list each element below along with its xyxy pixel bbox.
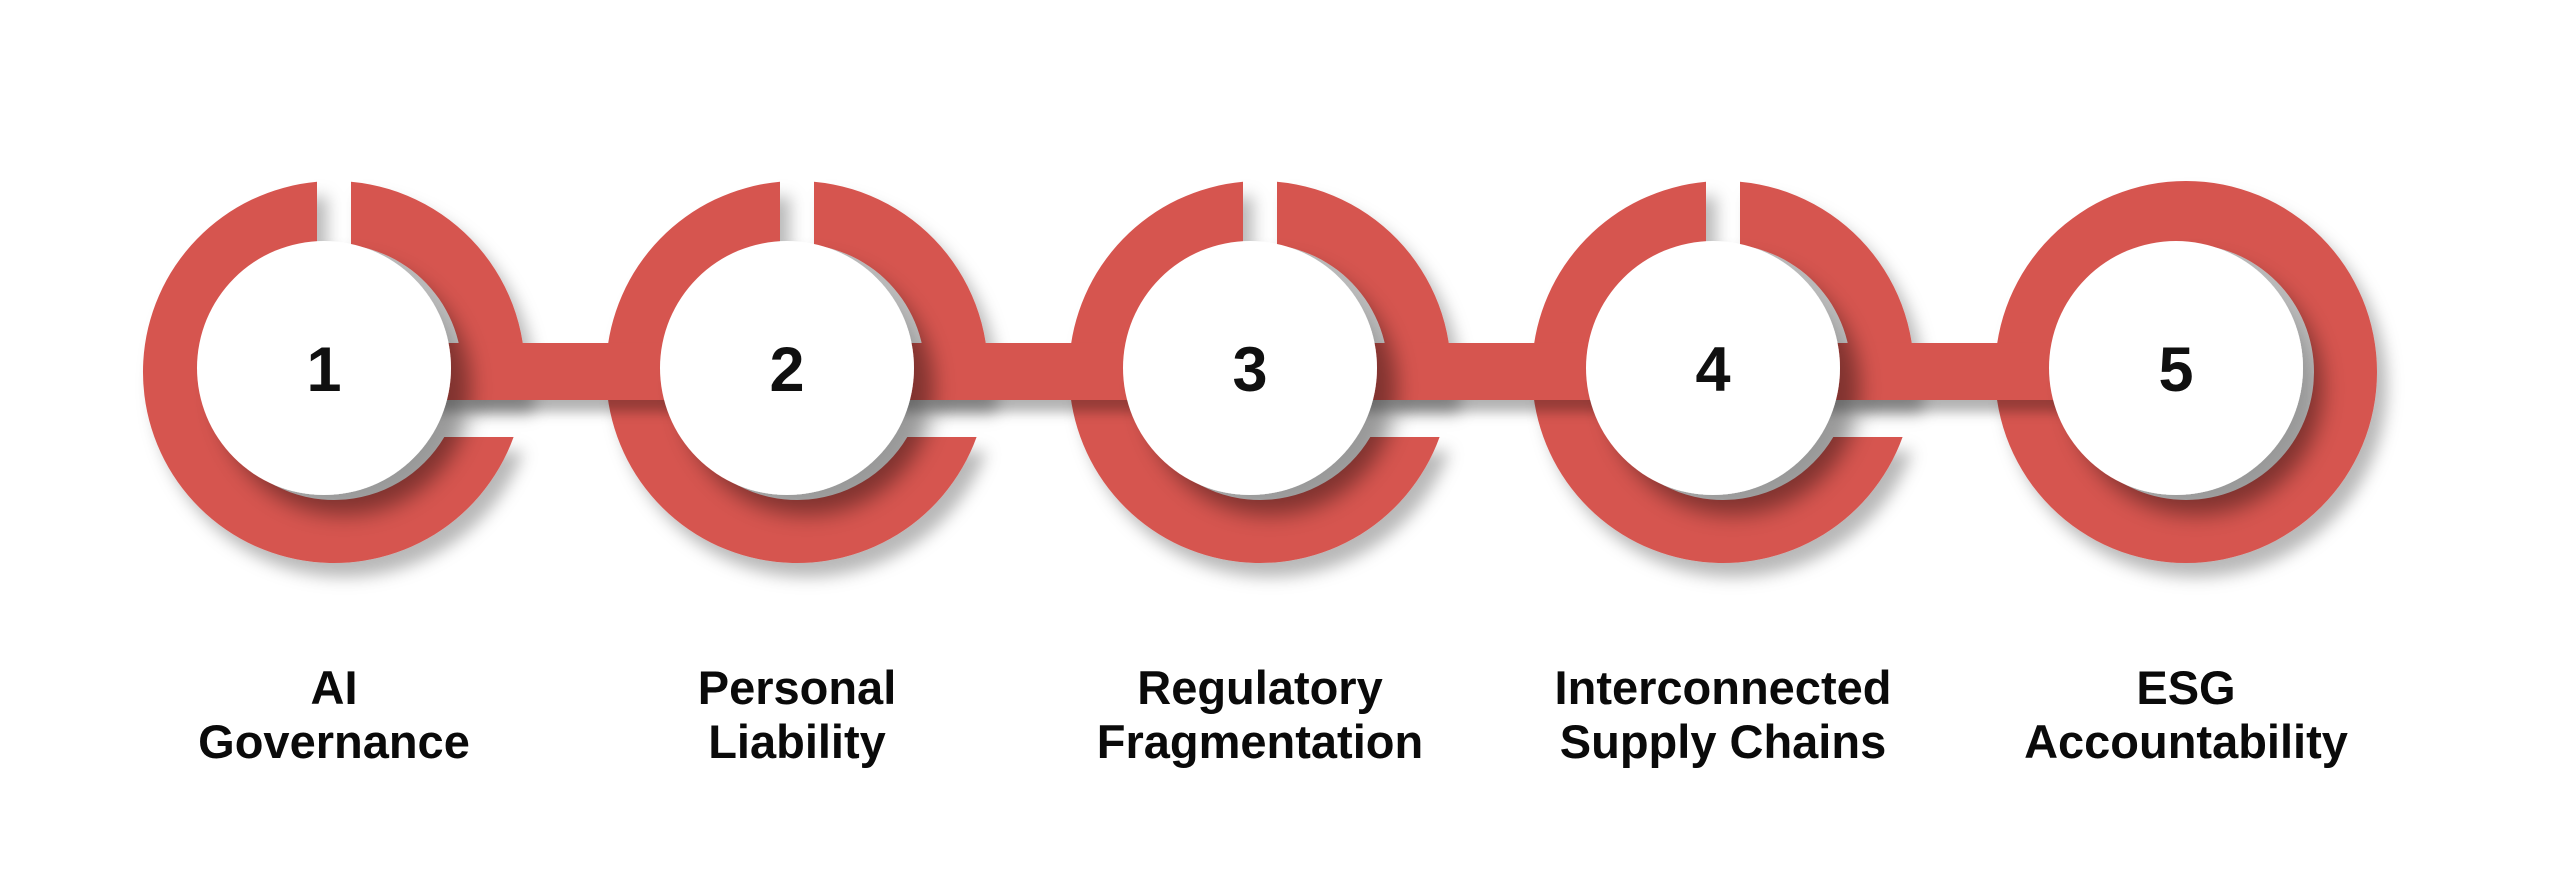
step-label-interconnected-supply-chains: Interconnected Supply Chains bbox=[1554, 661, 1892, 768]
step-number-5: 5 bbox=[2158, 335, 2193, 405]
step-label-personal-liability: Personal Liability bbox=[697, 661, 897, 768]
number-disc-3 bbox=[1123, 241, 1377, 495]
number-disc-4 bbox=[1586, 241, 1840, 495]
step-numbers: 1 2 3 4 5 bbox=[306, 335, 2193, 405]
step-label-regulatory-fragmentation: Regulatory Fragmentation bbox=[1096, 661, 1424, 768]
number-discs bbox=[197, 241, 2303, 495]
number-disc-2 bbox=[660, 241, 914, 495]
step-label-ai-governance: AI Governance bbox=[198, 661, 470, 768]
number-disc-5 bbox=[2049, 241, 2303, 495]
number-disc-1 bbox=[197, 241, 451, 495]
step-number-1: 1 bbox=[306, 335, 341, 405]
step-label-esg-accountability: ESG Accountability bbox=[2024, 661, 2348, 768]
step-number-2: 2 bbox=[769, 335, 804, 405]
step-number-3: 3 bbox=[1232, 335, 1267, 405]
step-number-4: 4 bbox=[1695, 335, 1730, 405]
